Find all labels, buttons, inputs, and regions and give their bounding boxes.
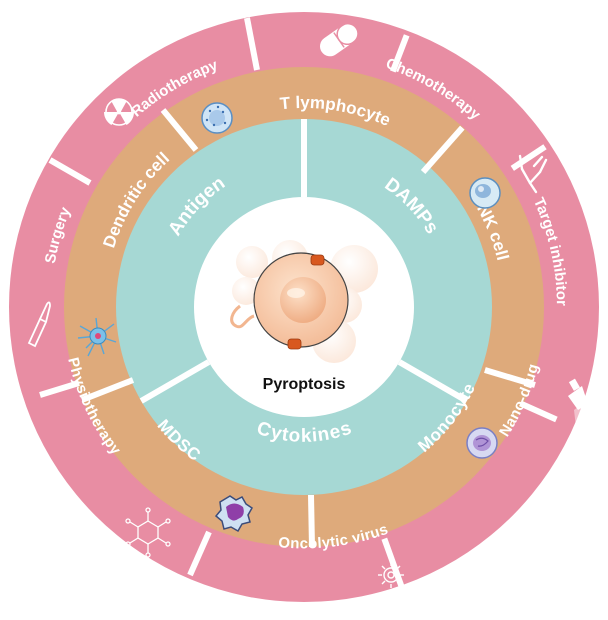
t-lymphocyte-cell-icon xyxy=(201,102,233,134)
virus-icon xyxy=(378,562,404,588)
dendritic-cell-icon xyxy=(77,317,117,357)
scalpel-icon xyxy=(27,301,51,348)
pyroptotic-cell-illustration xyxy=(230,240,378,363)
nanoparticle-icon xyxy=(125,507,171,558)
radiation-icon xyxy=(104,98,134,126)
segment-separators xyxy=(39,17,558,590)
antibody-icon xyxy=(518,154,548,194)
monocyte-cell-icon xyxy=(214,495,253,533)
center-label: Pyroptosis xyxy=(263,376,346,393)
capsule-icon xyxy=(319,22,359,57)
mdsc-cell-icon xyxy=(466,427,498,459)
nk-cell-icon xyxy=(469,177,501,209)
flashlight-icon xyxy=(568,378,600,444)
